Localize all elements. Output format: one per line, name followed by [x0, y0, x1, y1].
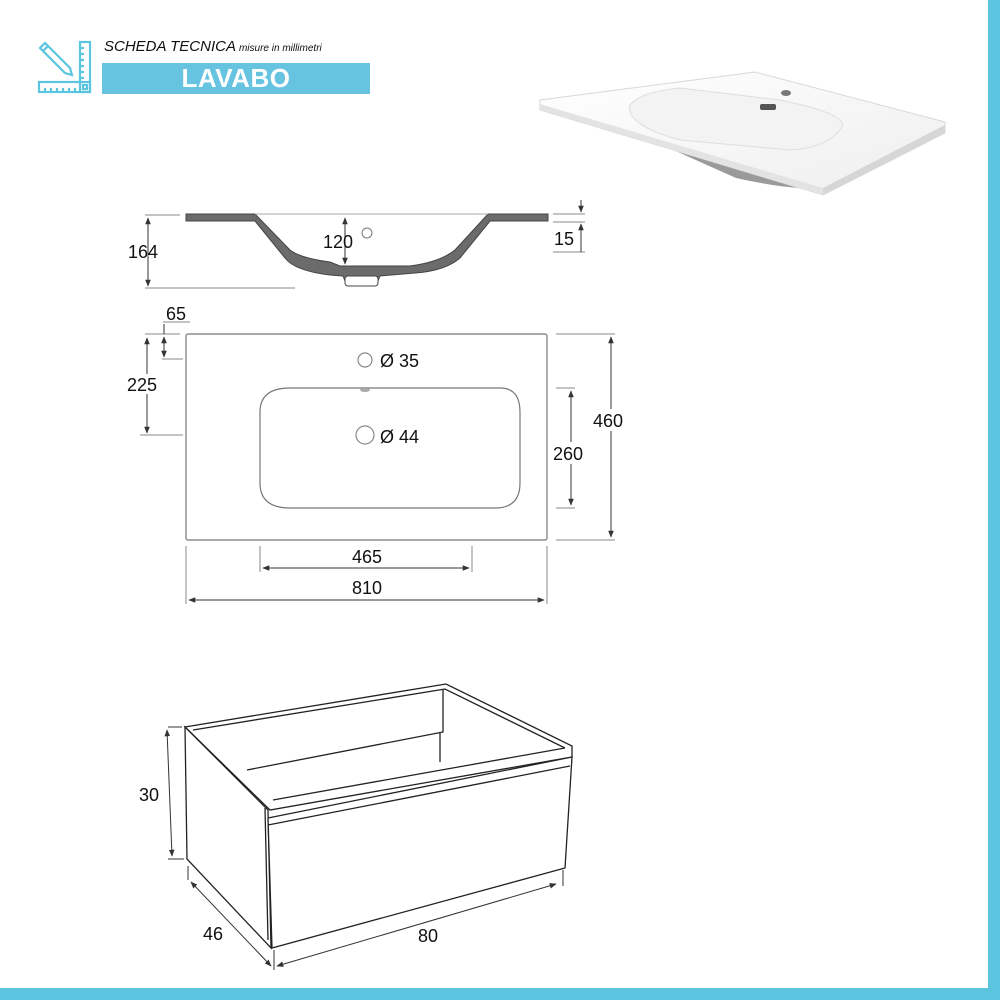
dim-rim-thickness: 15: [554, 229, 574, 249]
dim-total-height: 164: [128, 242, 158, 262]
bottom-frame-border: [0, 988, 1000, 1000]
title-main: SCHEDA TECNICA: [104, 38, 236, 55]
product-title-bar: LAVABO: [102, 63, 370, 94]
ruler-pencil-icon: [37, 40, 92, 94]
title-subtitle: misure in millimetri: [238, 43, 322, 54]
dim-basin-depth-section: 120: [323, 232, 353, 252]
tap-hole-label: Ø 35: [380, 351, 419, 371]
dim-total-width: 810: [352, 578, 382, 598]
top-plan-view: Ø 35 Ø 44 65 225 260 460 465 810: [127, 304, 632, 604]
dim-total-depth: 460: [593, 411, 623, 431]
side-section-view: 164 120 15: [128, 200, 585, 289]
dim-cabinet-height: 30: [139, 785, 159, 805]
dim-cabinet-width: 80: [418, 926, 438, 946]
drain-hole-label: Ø 44: [380, 427, 419, 447]
dim-basin-width: 465: [352, 547, 382, 567]
sink-render: [539, 71, 946, 196]
dim-top-offset: 65: [166, 304, 186, 324]
right-frame-border: [988, 0, 1000, 1000]
dim-cabinet-depth: 46: [203, 924, 223, 944]
cabinet-drawing: [164, 683, 573, 970]
dim-basin-depth: 260: [553, 444, 583, 464]
dim-drain-offset: 225: [127, 375, 157, 395]
